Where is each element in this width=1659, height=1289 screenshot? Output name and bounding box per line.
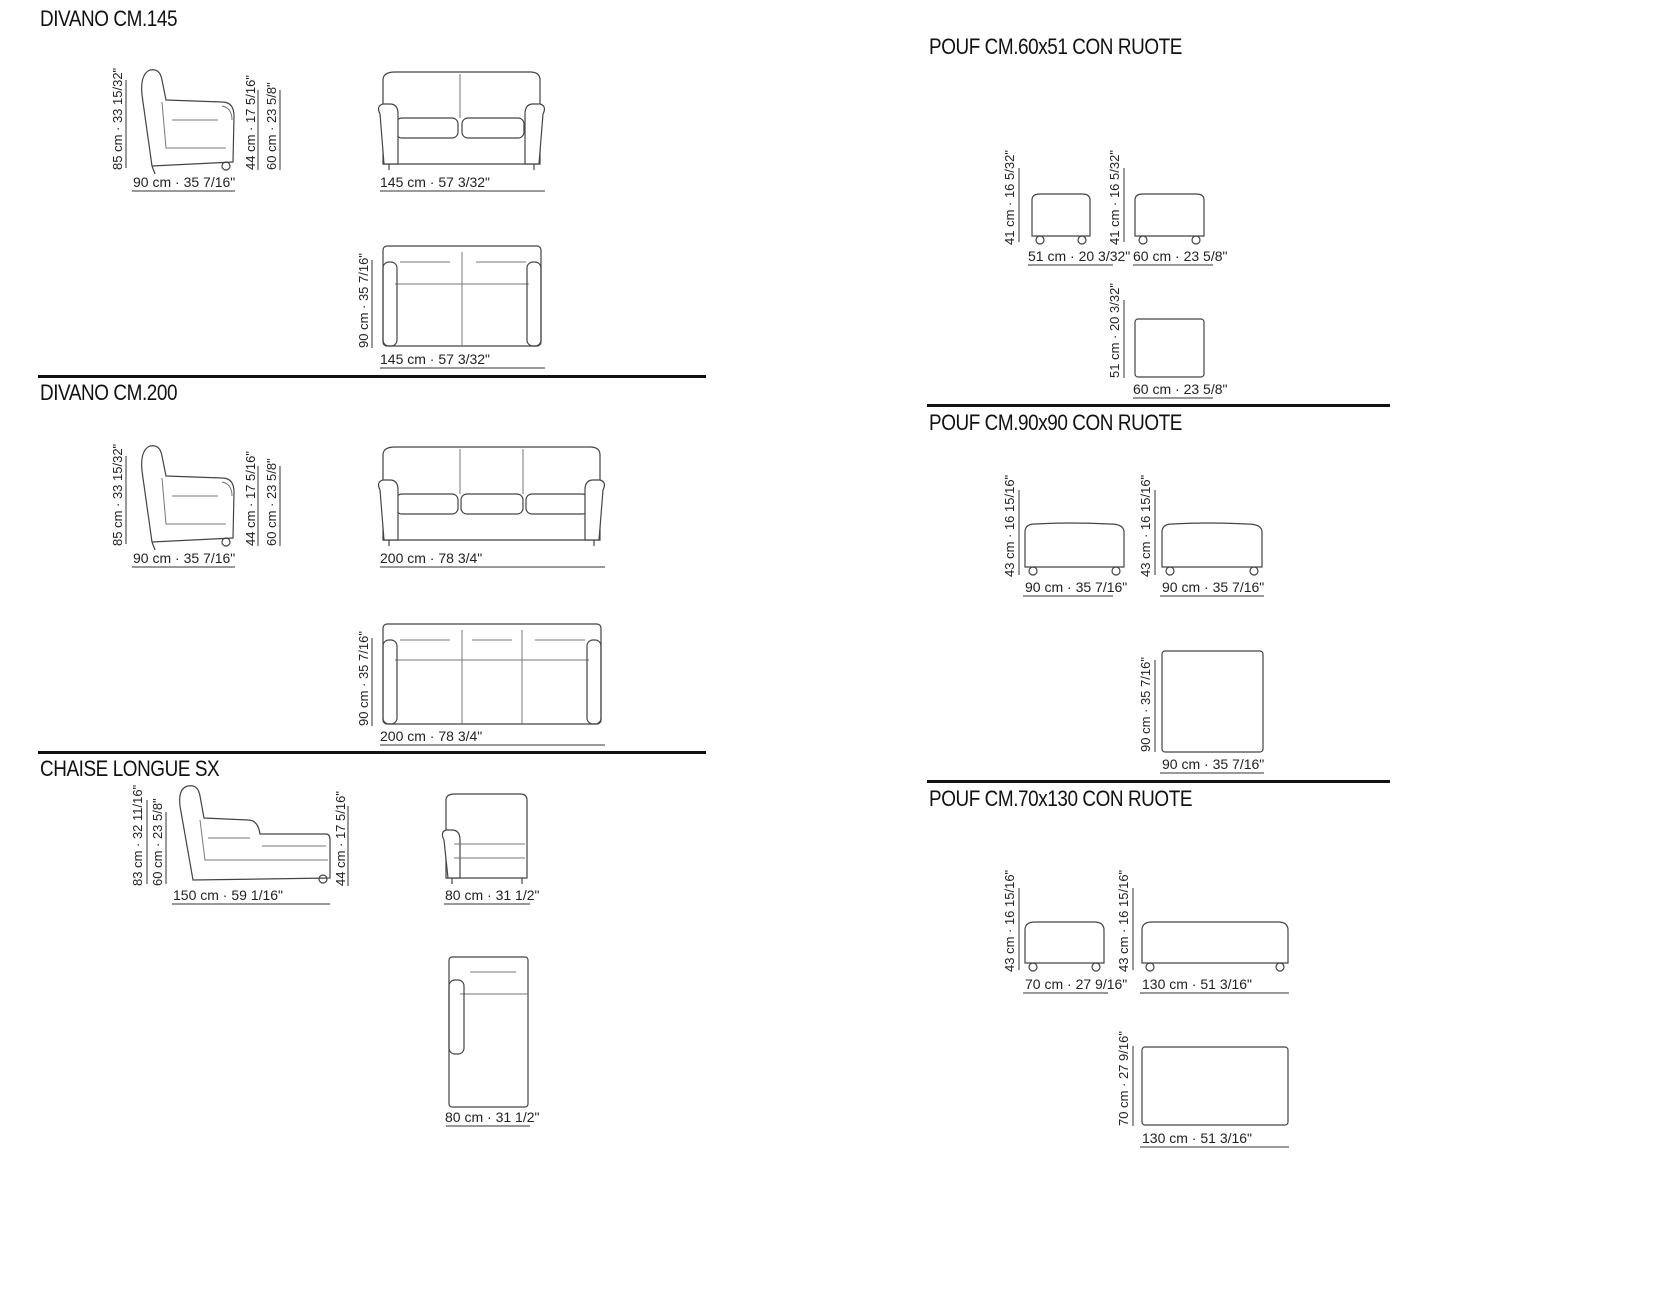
pouf90x90-top-view <box>1161 650 1264 753</box>
dim-divano145-side-height: 85 cm · 33 15/32" <box>110 67 125 170</box>
dim-divano200-side-width: 90 cm · 35 7/16" <box>133 550 235 566</box>
dim-pouf90x90-b-height: 43 cm · 16 15/16" <box>1138 474 1153 577</box>
title-chaise-longue: CHAISE LONGUE SX <box>40 756 220 781</box>
dim-divano145-arm-height: 60 cm · 23 5/8" <box>264 82 279 170</box>
dim-pouf70x130-a-width: 70 cm · 27 9/16" <box>1025 976 1127 992</box>
pouf60x51-side-b <box>1134 193 1205 245</box>
title-divano-200: DIVANO CM.200 <box>40 380 178 405</box>
pouf90x90-side-b <box>1161 522 1263 576</box>
divano-145-top-view <box>382 245 542 347</box>
dim-divano200-side-height: 85 cm · 33 15/32" <box>110 443 125 546</box>
pouf70x130-side-b <box>1141 921 1289 972</box>
dim-chaise-seat-height: 44 cm · 17 5/16" <box>333 791 348 886</box>
chaise-front-view <box>441 793 528 884</box>
dim-divano200-front-width: 200 cm · 78 3/4" <box>380 550 482 566</box>
dim-divano145-top-width: 145 cm · 57 3/32" <box>380 351 490 367</box>
section-rule <box>927 780 1390 783</box>
dim-divano200-top-depth: 90 cm · 35 7/16" <box>356 631 371 726</box>
dim-chaise-top-width: 80 cm · 31 1/2" <box>445 1109 539 1125</box>
section-rule <box>38 375 706 378</box>
dim-chaise-side-width: 150 cm · 59 1/16" <box>173 887 283 903</box>
dim-pouf90x90-top-depth: 90 cm · 35 7/16" <box>1138 657 1153 752</box>
dim-pouf90x90-a-width: 90 cm · 35 7/16" <box>1025 579 1127 595</box>
title-pouf-60x51: POUF CM.60x51 CON RUOTE <box>929 34 1182 59</box>
divano-200-top-view <box>382 623 602 725</box>
dim-pouf60x51-top-width: 60 cm · 23 5/8" <box>1133 381 1227 397</box>
dim-divano145-side-width: 90 cm · 35 7/16" <box>133 174 235 190</box>
pouf90x90-side-a <box>1024 522 1125 576</box>
dim-pouf90x90-a-height: 43 cm · 16 15/16" <box>1002 474 1017 577</box>
dim-pouf60x51-top-depth: 51 cm · 20 3/32" <box>1107 283 1122 378</box>
title-pouf-90x90: POUF CM.90x90 CON RUOTE <box>929 410 1182 435</box>
dim-divano145-front-width: 145 cm · 57 3/32" <box>380 174 490 190</box>
dim-pouf60x51-a-height: 41 cm · 16 5/32" <box>1002 150 1017 245</box>
divano-200-front-view <box>377 446 606 546</box>
dim-divano145-top-depth: 90 cm · 35 7/16" <box>356 253 371 348</box>
section-rule <box>38 751 706 754</box>
chaise-top-view <box>448 956 529 1108</box>
chaise-side-view <box>179 785 331 884</box>
dim-chaise-arm-height: 60 cm · 23 5/8" <box>150 798 165 886</box>
dim-chaise-front-width: 80 cm · 31 1/2" <box>445 887 539 903</box>
dim-divano200-arm-height: 60 cm · 23 5/8" <box>264 458 279 546</box>
dim-chaise-side-height: 83 cm · 32 11/16" <box>130 784 145 886</box>
title-divano-145: DIVANO CM.145 <box>40 6 178 31</box>
pouf60x51-top-view <box>1134 318 1205 378</box>
title-pouf-70x130: POUF CM.70x130 CON RUOTE <box>929 786 1193 811</box>
pouf60x51-side-a <box>1031 193 1091 245</box>
section-rule <box>927 404 1390 407</box>
divano-200-side-view <box>141 445 235 551</box>
dim-divano200-seat-height: 44 cm · 17 5/16" <box>243 451 258 546</box>
dim-pouf60x51-a-width: 51 cm · 20 3/32" <box>1028 248 1130 264</box>
dim-pouf70x130-a-height: 43 cm · 16 15/16" <box>1002 869 1017 972</box>
dim-pouf60x51-b-width: 60 cm · 23 5/8" <box>1133 248 1227 264</box>
pouf70x130-top-view <box>1141 1046 1289 1126</box>
dim-pouf90x90-b-width: 90 cm · 35 7/16" <box>1162 579 1264 595</box>
dim-pouf60x51-b-height: 41 cm · 16 5/32" <box>1107 150 1122 245</box>
dim-divano200-top-width: 200 cm · 78 3/4" <box>380 728 482 744</box>
pouf70x130-side-a <box>1024 921 1105 972</box>
dim-pouf90x90-top-width: 90 cm · 35 7/16" <box>1162 756 1264 772</box>
divano-145-side-view <box>141 69 235 175</box>
dim-pouf70x130-b-height: 43 cm · 16 15/16" <box>1116 869 1131 972</box>
dim-pouf70x130-top-width: 130 cm · 51 3/16" <box>1142 1130 1252 1146</box>
divano-145-front-view <box>377 71 546 170</box>
dim-pouf70x130-top-depth: 70 cm · 27 9/16" <box>1116 1031 1131 1126</box>
dim-divano145-seat-height: 44 cm · 17 5/16" <box>243 75 258 170</box>
dim-pouf70x130-b-width: 130 cm · 51 3/16" <box>1142 976 1252 992</box>
